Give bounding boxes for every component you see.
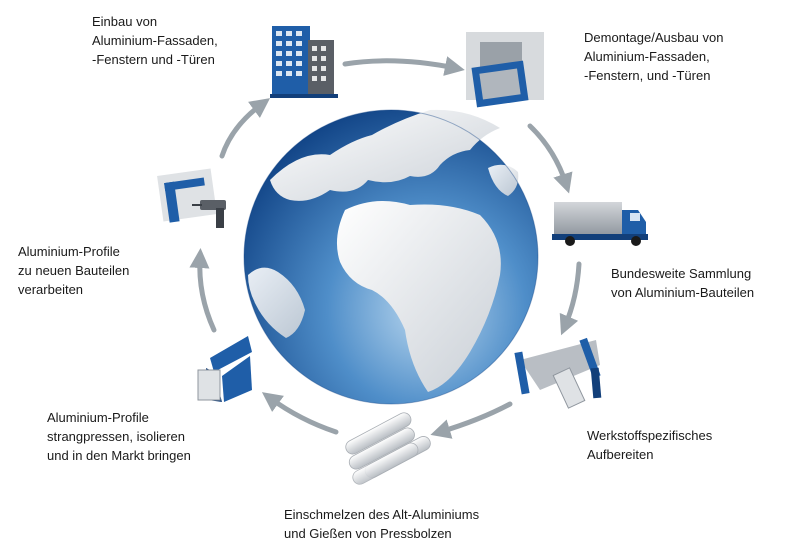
window-frame-icon: [466, 32, 544, 108]
building-icon: [270, 26, 338, 98]
globe-icon: [243, 109, 539, 405]
truck-icon: [552, 202, 648, 246]
step-label-dismantle: Demontage/Ausbau von Aluminium-Fassaden,…: [584, 30, 724, 83]
cycle-arrows: [189, 56, 582, 439]
arrow-dismantle-to-collect: [527, 123, 573, 194]
step-label-prepare: Werkstoffspezifisches Aufbereiten: [587, 428, 713, 462]
arrow-prepare-to-melt: [430, 401, 513, 439]
step-label-extrude: Aluminium-Profile strangpressen, isolier…: [47, 410, 191, 463]
arrow-extrude-to-process: [189, 248, 217, 333]
extruded-profile-icon: [197, 336, 252, 402]
arrow-install-to-dismantle: [342, 56, 465, 76]
billets-icon: [345, 412, 431, 485]
step-label-melt: Einschmelzen des Alt-Aluminiums und Gieß…: [284, 507, 480, 541]
step-label-collect: Bundesweite Sammlung von Aluminium-Baute…: [611, 266, 755, 300]
step-label-install: Einbau von Aluminium-Fassaden, -Fenstern…: [92, 14, 218, 67]
step-label-process: Aluminium-Profile zu neuen Bauteilen ver…: [18, 244, 130, 297]
drill-frame-icon: [157, 168, 226, 228]
sorted-profiles-icon: [514, 337, 602, 409]
arrow-melt-to-extrude: [261, 392, 339, 435]
arrow-process-to-install: [219, 98, 271, 159]
arrow-collect-to-prepare: [559, 261, 582, 336]
